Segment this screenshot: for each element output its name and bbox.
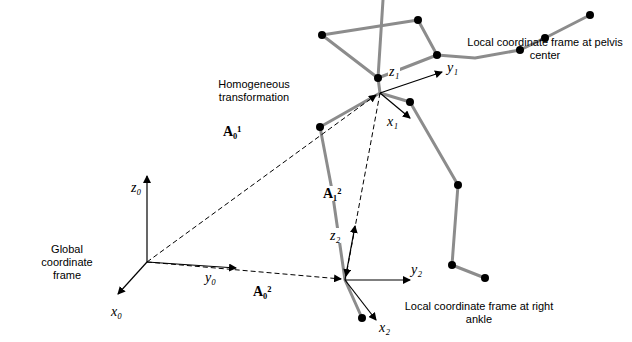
axis-label: y₂ [410,262,423,277]
axis-label: z₀ [130,180,142,195]
axis-label: x₁ [386,114,399,129]
matrix-label: A₀¹ [222,124,243,139]
axis-label: y₀ [204,270,217,285]
frame-caption: Global coordinate frame [26,243,108,282]
frame-caption: Local coordinate frame at right ankle [404,300,554,326]
transform-caption: Homogeneous transformation [206,78,302,104]
axis-label: y₁ [446,60,459,75]
axis-label: z₁ [388,64,400,79]
axis-label: z₂ [329,228,341,243]
axis-label: x₂ [378,320,391,335]
matrix-label: A₀² [252,284,273,299]
frame-caption: Local coordinate frame at pelvis center [466,36,624,62]
axis-label: x₀ [110,304,123,319]
matrix-label: A₁² [322,186,343,201]
